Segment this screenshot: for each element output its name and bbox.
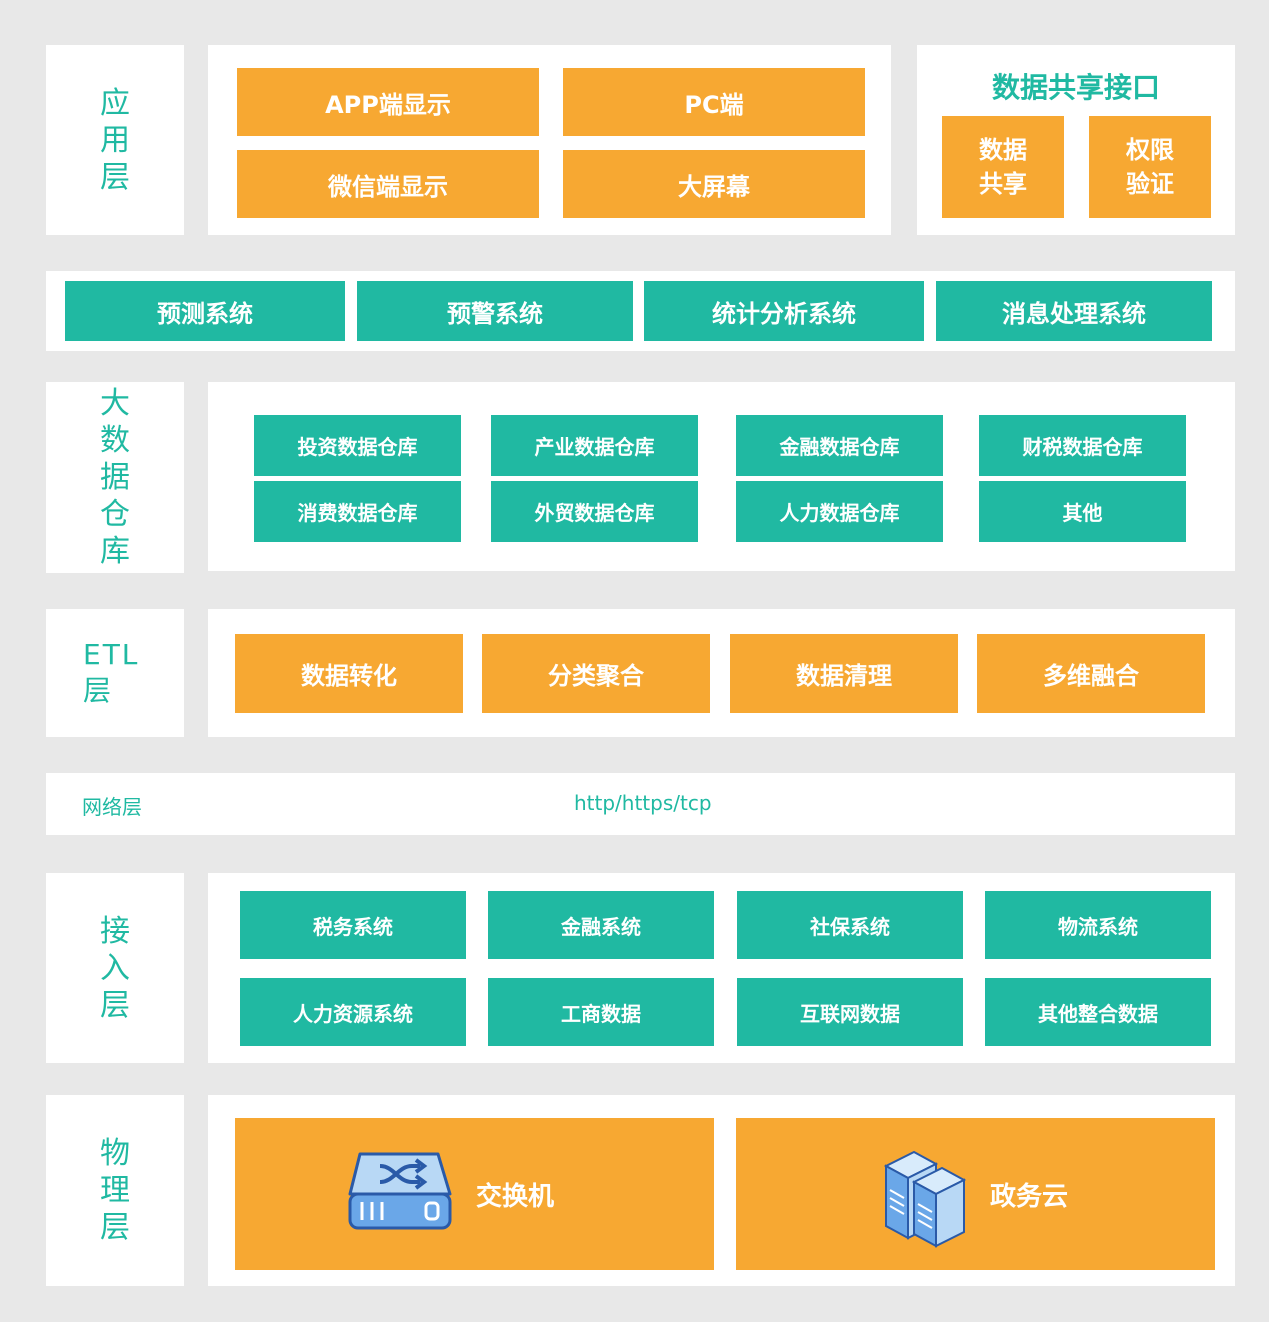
warehouse-item: 外贸数据仓库 [491,481,698,542]
access-item: 其他整合数据 [985,978,1211,1046]
physical-layer-label: 物理层 [46,1095,184,1286]
warehouse-layer-label: 大数据仓库 [46,382,184,573]
etl-item: 多维融合 [977,634,1205,713]
network-layer-label: 网络层 [82,795,142,819]
network-layer-panel [46,773,1235,835]
app-display-box: APP端显示 [237,68,539,136]
warehouse-item: 财税数据仓库 [979,415,1186,476]
network-switch-icon [348,1152,452,1230]
access-layer-label: 接入层 [46,873,184,1063]
network-protocol-text: http/https/tcp [574,791,712,815]
statistics-system-box: 统计分析系统 [644,281,924,341]
warehouse-item: 消费数据仓库 [254,481,461,542]
gov-cloud-box [736,1118,1215,1270]
access-item: 金融系统 [488,891,714,959]
message-system-box: 消息处理系统 [936,281,1212,341]
etl-item: 数据清理 [730,634,958,713]
switch-box [235,1118,714,1270]
data-share-interface-title: 数据共享接口 [991,71,1160,104]
wechat-display-box: 微信端显示 [237,150,539,218]
permission-verify-box: 权限验证 [1089,116,1211,218]
gov-cloud-label: 政务云 [990,1182,1069,1212]
warehouse-layer-panel [208,382,1235,571]
access-item: 税务系统 [240,891,466,959]
warehouse-item: 产业数据仓库 [491,415,698,476]
access-item: 工商数据 [488,978,714,1046]
access-item: 物流系统 [985,891,1211,959]
data-share-box: 数据共享 [942,116,1064,218]
access-item: 人力资源系统 [240,978,466,1046]
warehouse-item: 人力数据仓库 [736,481,943,542]
warning-system-box: 预警系统 [357,281,633,341]
warehouse-item: 其他 [979,481,1186,542]
access-item: 互联网数据 [737,978,963,1046]
warehouse-item: 金融数据仓库 [736,415,943,476]
application-layer-label: 应用层 [46,45,184,235]
switch-label: 交换机 [476,1182,555,1212]
etl-item: 数据转化 [235,634,463,713]
server-rack-icon [883,1150,967,1248]
pc-box: PC端 [563,68,865,136]
etl-layer-label: ETL层 [46,609,184,737]
big-screen-box: 大屏幕 [563,150,865,218]
etl-item: 分类聚合 [482,634,710,713]
forecast-system-box: 预测系统 [65,281,345,341]
warehouse-item: 投资数据仓库 [254,415,461,476]
access-item: 社保系统 [737,891,963,959]
